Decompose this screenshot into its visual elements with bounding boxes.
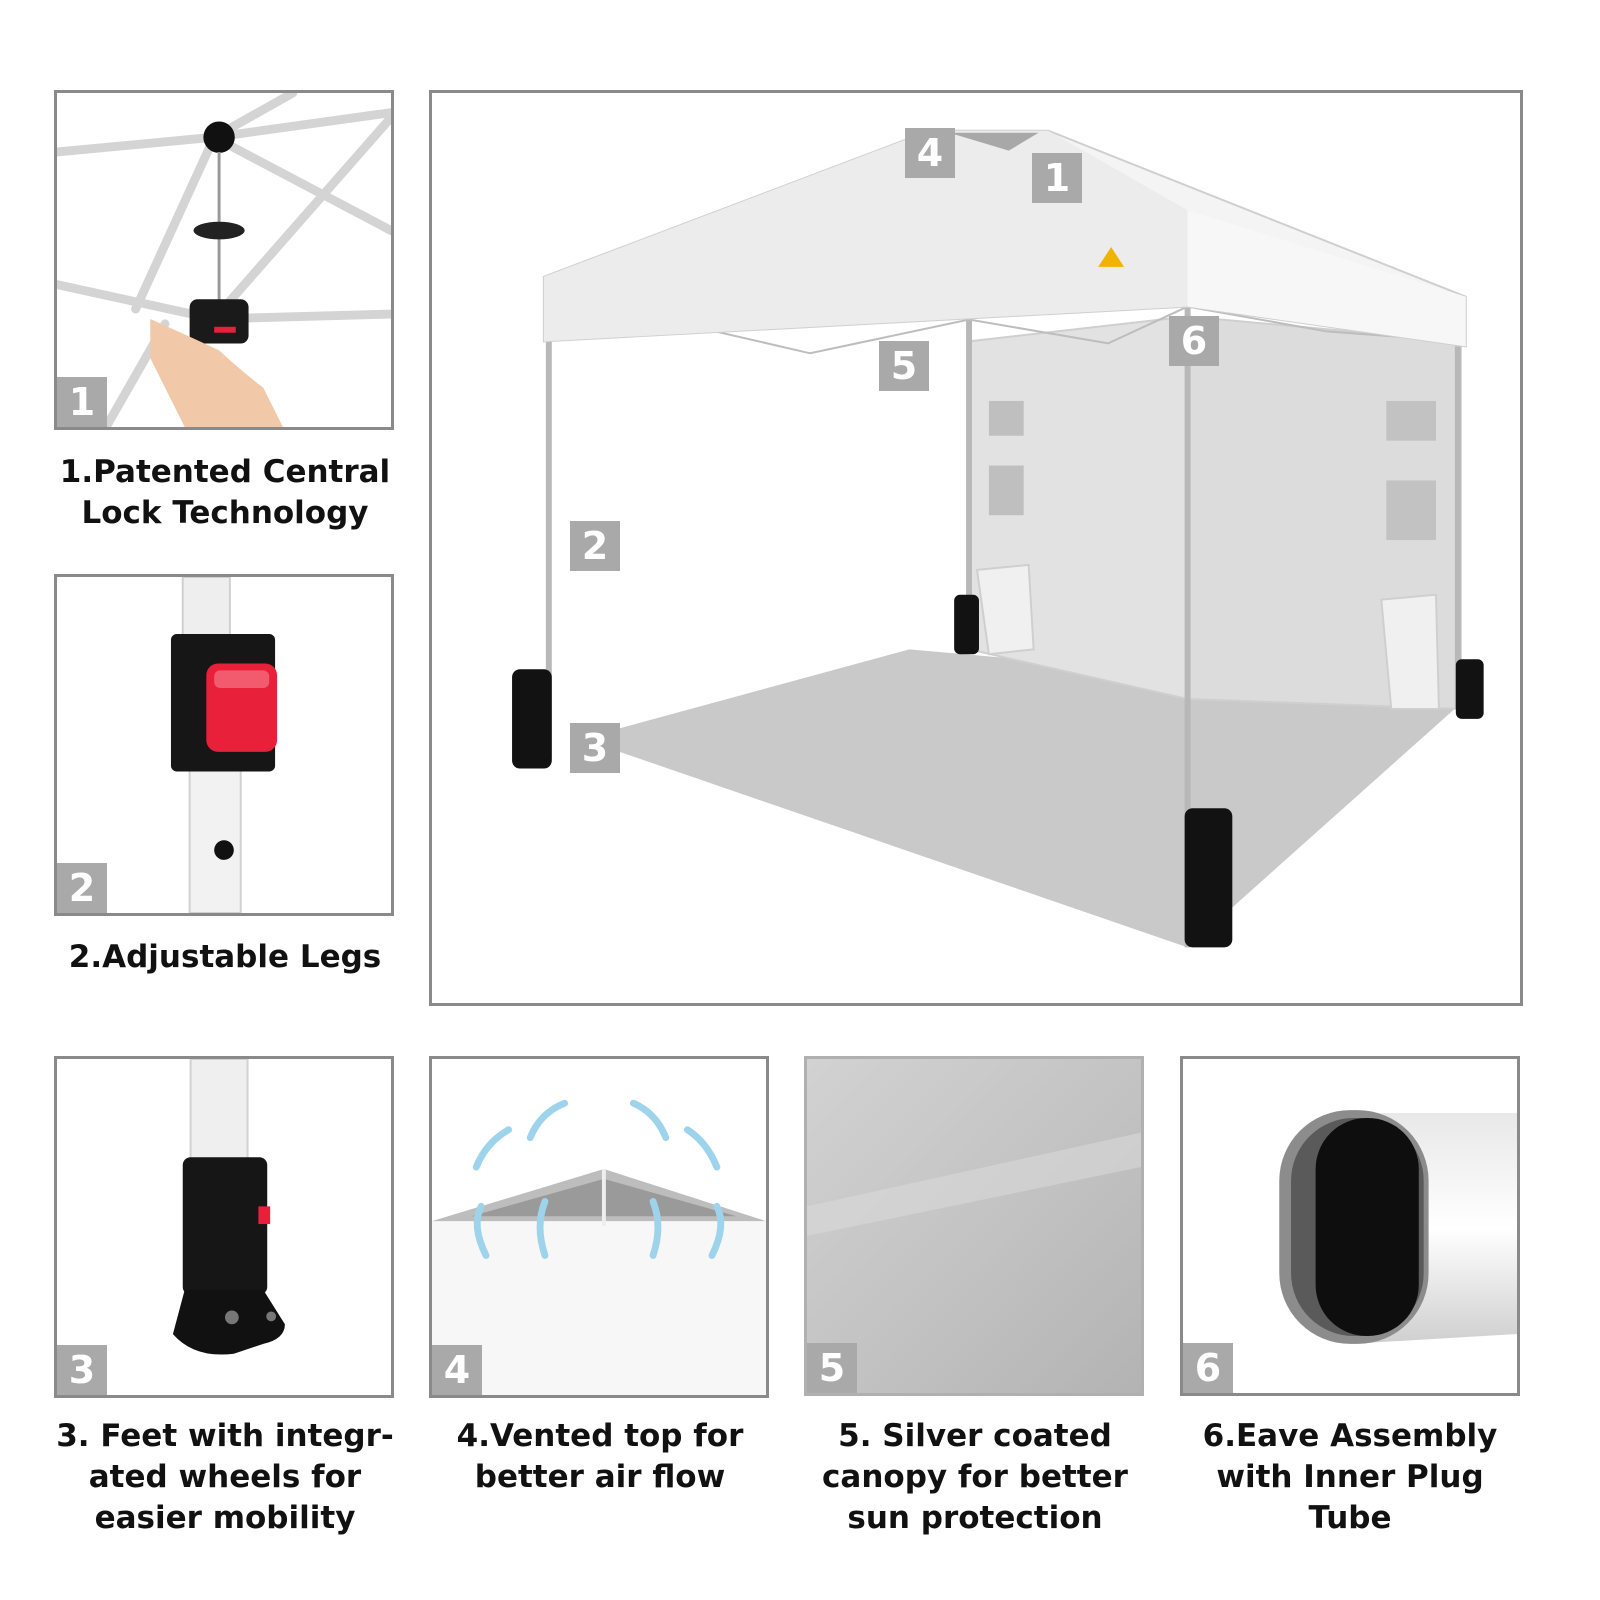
vent-arrow-icon [472,1126,513,1171]
feature-caption-central-lock: 1.Patented Central Lock Technology [59,454,391,531]
feature-panel-silver-canopy: 5 [804,1056,1144,1396]
feature-caption-vented-top: 4.Vented top for better air flow [456,1418,744,1495]
canopy-callout-badge: 4 [905,128,955,178]
vent-arrow-icon [473,1202,490,1259]
feature-caption-feet-wheels: 3. Feet with integr- ated wheels for eas… [56,1418,394,1536]
canopy-tent-illustration [512,129,1484,948]
canopy-callout-badge: 1 [1032,153,1082,203]
vent-arrow-icon [526,1099,569,1142]
silver-fabric-illustration [807,1059,1141,1393]
eave-tube-illustration [1279,1110,1517,1344]
canopy-callout-badge: 3 [570,723,620,773]
feature-panel-feet-wheels: 3 [54,1056,394,1398]
vent-arrow-icon [683,1126,721,1171]
canopy-callout-badge: 6 [1169,316,1219,366]
feature-number-badge: 2 [57,863,107,913]
feature-number-badge: 1 [57,377,107,427]
feature-number-badge: 5 [807,1343,857,1393]
vent-arrow-icon [708,1202,725,1259]
feature-panel-central-lock: 1 [54,90,394,430]
adjustable-leg-illustration [170,577,278,913]
canopy-main-panel: 4 1 5 6 2 3 [429,90,1523,1006]
feature-number-badge: 6 [1183,1343,1233,1393]
feature-panel-vented-top: 4 [429,1056,769,1398]
vent-arrow-icon [629,1099,670,1142]
vented-top-illustration [432,1099,766,1395]
feature-caption-adjustable-legs: 2.Adjustable Legs [68,939,382,975]
feature-number-badge: 3 [57,1345,107,1395]
central-lock-illustration [57,93,391,427]
feature-caption-eave-assembly: 6.Eave Assembly with Inner Plug Tube [1202,1418,1498,1536]
feature-number-badge: 4 [432,1345,482,1395]
feature-caption-silver-canopy: 5. Silver coated canopy for better sun p… [822,1418,1128,1536]
feature-panel-eave-assembly: 6 [1180,1056,1520,1396]
feature-panel-adjustable-legs: 2 [54,574,394,916]
vent-arrow-icon [649,1198,662,1259]
wheel-foot-illustration [172,1059,285,1355]
canopy-callout-badge: 2 [570,521,620,571]
canopy-callout-badge: 5 [879,341,929,391]
vent-arrow-icon [536,1198,549,1259]
